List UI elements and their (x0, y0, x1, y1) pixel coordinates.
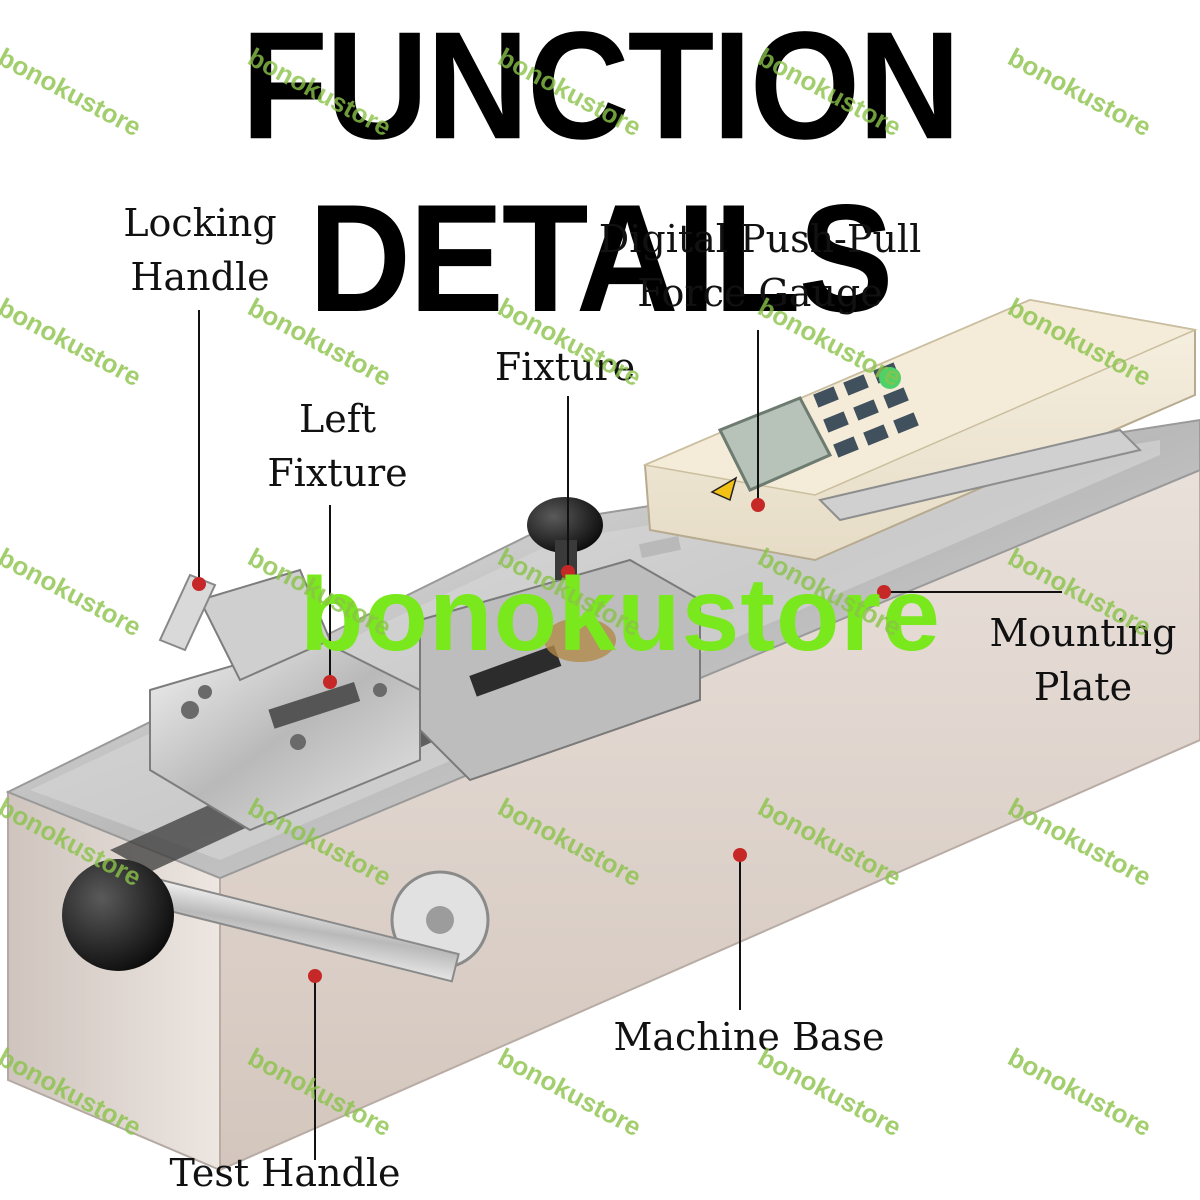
center-watermark: bonokustore (300, 557, 941, 673)
page-title: FUNCTION DETAILS (241, 0, 961, 345)
warning-sticker (710, 476, 738, 502)
fixture-knob (527, 497, 603, 553)
mounting-plate (818, 428, 1142, 522)
label-test-handle: Test Handle (169, 1151, 401, 1195)
label-mounting-plate: Mounting Plate (989, 611, 1177, 709)
label-fixture: Fixture (494, 345, 636, 389)
callout-lines (198, 310, 1062, 1160)
callout-dots (192, 498, 891, 983)
locking-lever (158, 573, 217, 652)
label-machine-base: Machine Base (613, 1015, 885, 1059)
gauge-display (717, 396, 833, 492)
label-digital-gauge: Digital Push-Pull Force Gauge (598, 217, 922, 315)
label-left-fixture: Left Fixture (267, 397, 408, 495)
gauge-indicator (879, 367, 901, 389)
label-locking-handle: Locking Handle (123, 201, 277, 299)
gauge-shaft (638, 535, 682, 559)
test-handle-knob (62, 859, 174, 971)
middle-mechanism (419, 558, 701, 782)
